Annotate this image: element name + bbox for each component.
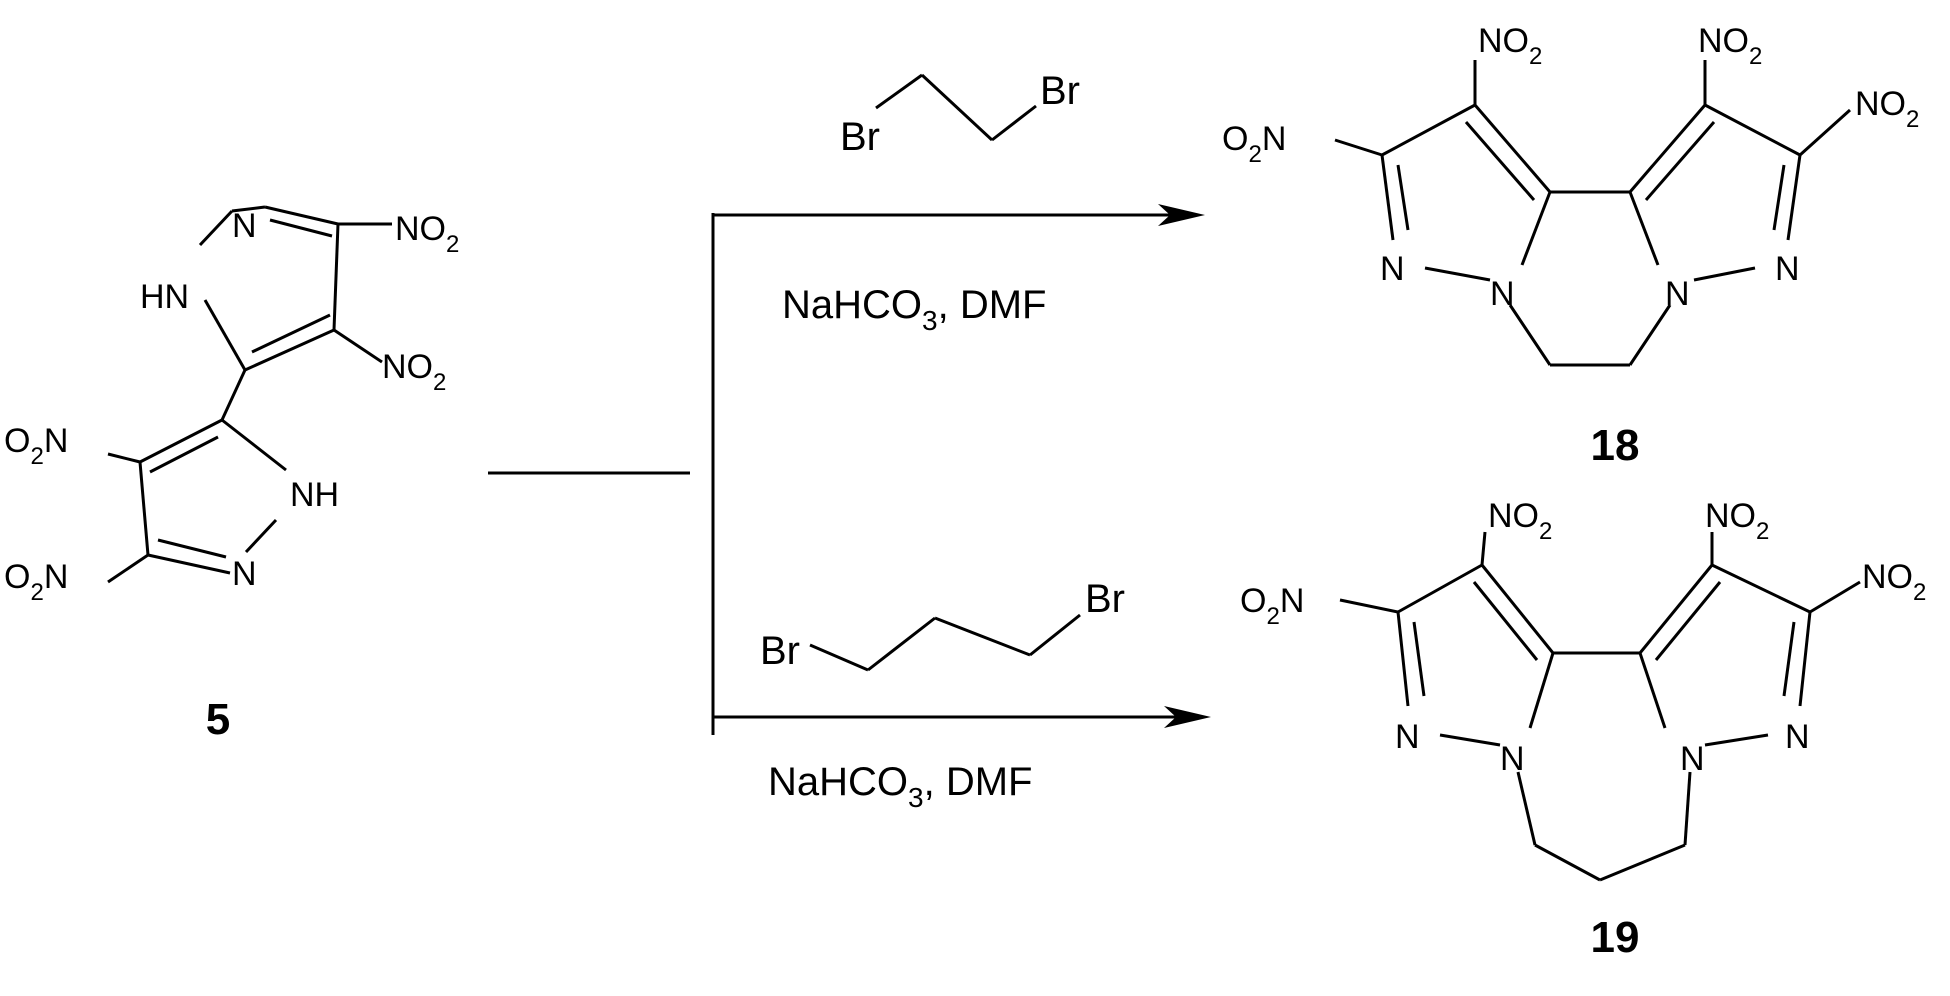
nitro-group: NO2 <box>1705 497 1769 545</box>
compound-label-5: 5 <box>206 695 230 744</box>
compound-18-structure: NO2 NO2 O2N NO2 N N N N <box>1222 22 1919 367</box>
reagent-dibromopropane: Br Br <box>760 577 1125 673</box>
nitro-group: O2N <box>1240 582 1304 630</box>
atom-n: N <box>1680 740 1705 778</box>
atom-n: N <box>232 555 257 593</box>
bromine-label: Br <box>760 629 800 673</box>
bromine-label: Br <box>1040 69 1080 113</box>
atom-n: N <box>1380 250 1405 288</box>
nitro-group: NO2 <box>1488 497 1552 545</box>
reagent-dibromoethane: Br Br <box>840 69 1080 159</box>
compound-19-structure: NO2 NO2 O2N NO2 N N N N <box>1240 497 1926 882</box>
compound-label-18: 18 <box>1591 421 1640 470</box>
nitro-group: NO2 <box>1478 22 1542 70</box>
arrowhead-upper <box>1158 204 1205 226</box>
atom-n: N <box>232 207 257 245</box>
conditions-upper: NaHCO3, DMF <box>782 283 1046 336</box>
nitro-group: NO2 <box>1855 85 1919 133</box>
nitro-group: NO2 <box>1862 558 1926 606</box>
nitro-group: O2N <box>4 422 68 470</box>
arrowhead-lower <box>1164 706 1211 728</box>
bromine-label: Br <box>1085 577 1125 621</box>
atom-n: N <box>1785 718 1810 756</box>
conditions-lower: NaHCO3, DMF <box>768 760 1032 813</box>
atom-n: N <box>1500 740 1525 778</box>
atom-hn: HN <box>140 278 189 316</box>
compound-label-19: 19 <box>1591 913 1640 962</box>
bromine-label: Br <box>840 115 880 159</box>
atom-n: N <box>1665 275 1690 313</box>
atom-nh: NH <box>290 476 339 514</box>
atom-n: N <box>1395 718 1420 756</box>
reaction-arrows <box>488 204 1211 735</box>
atom-n: N <box>1775 250 1800 288</box>
nitro-group: NO2 <box>1698 22 1762 70</box>
nitro-group: NO2 <box>395 210 459 258</box>
nitro-group: NO2 <box>382 348 446 396</box>
nitro-group: O2N <box>1222 120 1286 168</box>
compound-5-structure: N HN NO2 NO2 O2N O2N NH N <box>4 205 459 606</box>
atom-n: N <box>1490 275 1515 313</box>
nitro-group: O2N <box>4 558 68 606</box>
